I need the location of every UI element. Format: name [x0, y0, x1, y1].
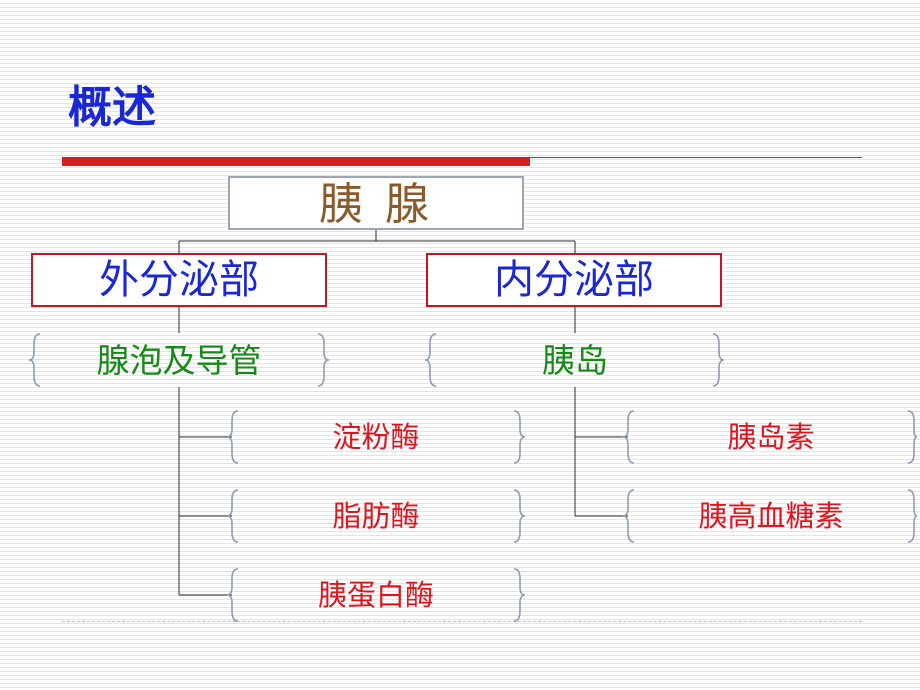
- product-label-amylase: 淀粉酶: [332, 420, 420, 454]
- endocrine-section-node: 内分泌部: [426, 253, 722, 307]
- title-underline-thin: [530, 157, 862, 158]
- footer-divider: [62, 621, 862, 622]
- product-label-glucagon: 胰高血糖素: [698, 499, 844, 533]
- brace-right-exocrine-structure: [317, 333, 330, 387]
- brace-right-product-3: [513, 568, 526, 622]
- root-node-pancreas: 胰 腺: [228, 176, 524, 230]
- brace-left-product-4: [622, 410, 635, 464]
- endocrine-structure-label: 胰岛: [542, 341, 608, 380]
- exocrine-structure-label: 腺泡及导管: [96, 341, 262, 380]
- brace-right-product-4: [907, 410, 918, 464]
- product-label-lipase: 脂肪酶: [332, 499, 420, 533]
- brace-left-product-3: [226, 568, 239, 622]
- brace-right-product-1: [513, 410, 526, 464]
- brace-left-product-2: [226, 489, 239, 543]
- brace-right-product-5: [907, 489, 918, 543]
- brace-left-endocrine-structure: [424, 333, 437, 387]
- brace-left-product-5: [622, 489, 635, 543]
- tree-lines: [178, 230, 628, 596]
- brace-right-endocrine-structure: [712, 333, 725, 387]
- title-underline-bar: [62, 157, 530, 166]
- product-label-trypsin: 胰蛋白酶: [317, 578, 434, 612]
- braces: [28, 333, 918, 622]
- brace-right-product-2: [513, 489, 526, 543]
- brace-left-exocrine-structure: [28, 333, 41, 387]
- slide-title: 概述: [68, 82, 156, 133]
- brace-left-product-1: [226, 410, 239, 464]
- product-label-insulin: 胰岛素: [727, 420, 815, 454]
- exocrine-section-node: 外分泌部: [31, 253, 327, 307]
